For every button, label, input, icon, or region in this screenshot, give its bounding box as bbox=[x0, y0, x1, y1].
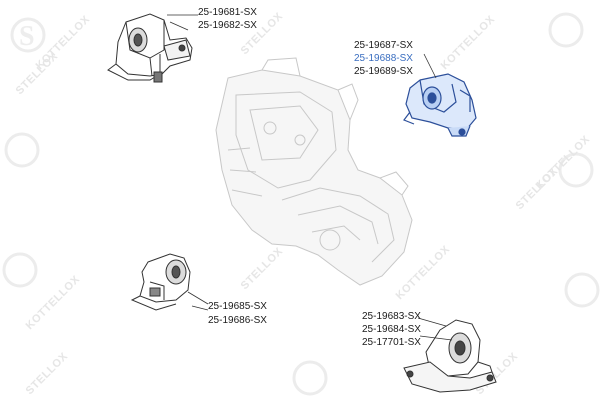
part-code-25-17701: 25-17701-SX bbox=[362, 337, 421, 348]
part-code-25-19685: 25-19685-SX bbox=[208, 301, 267, 312]
leader-lines bbox=[167, 14, 453, 341]
part-code-25-19686: 25-19686-SX bbox=[208, 315, 267, 326]
part-code-25-19687: 25-19687-SX bbox=[354, 40, 413, 51]
part-code-25-19688-highlighted: 25-19688-SX bbox=[354, 53, 413, 64]
watermark-emblem-tr bbox=[548, 12, 584, 48]
part-code-25-19682: 25-19682-SX bbox=[198, 20, 257, 31]
part-code-25-19683: 25-19683-SX bbox=[362, 311, 421, 322]
mount-top-left-drawing bbox=[107, 13, 193, 83]
leader-middle-left-2 bbox=[187, 291, 209, 305]
mount-top-right-drawing bbox=[403, 73, 477, 137]
leader-top-left-2 bbox=[169, 21, 189, 31]
watermark-emblem-r2 bbox=[558, 152, 594, 188]
watermark-emblem-tl: S bbox=[10, 17, 46, 53]
mount-middle-left-drawing bbox=[130, 253, 191, 311]
engine-block-drawing bbox=[215, 57, 413, 286]
leader-top-right bbox=[423, 53, 437, 79]
watermark-emblem-r3 bbox=[564, 272, 600, 308]
leader-middle-left bbox=[191, 305, 209, 311]
svg-text:S: S bbox=[19, 21, 35, 52]
watermark-emblem-bc bbox=[292, 360, 328, 396]
part-code-25-19689: 25-19689-SX bbox=[354, 66, 413, 77]
watermark-emblem-l2 bbox=[4, 132, 40, 168]
mount-bottom-right-drawing bbox=[403, 319, 497, 393]
watermark-emblem-l3 bbox=[2, 252, 38, 288]
leader-bottom-right bbox=[417, 317, 447, 327]
part-code-25-19684: 25-19684-SX bbox=[362, 324, 421, 335]
part-code-25-19681: 25-19681-SX bbox=[198, 7, 257, 18]
leader-bottom-right-2 bbox=[419, 335, 453, 341]
